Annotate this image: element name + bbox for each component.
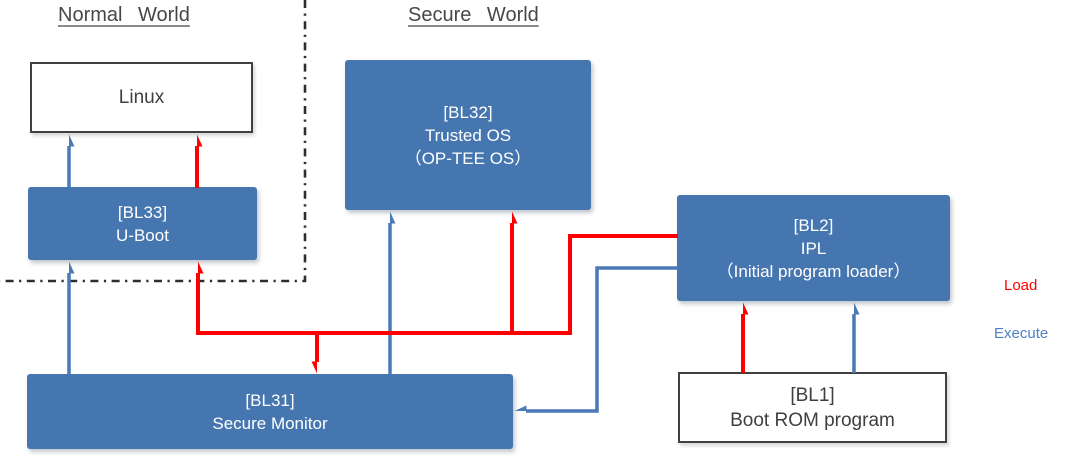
bl32-label: Trusted OS [424,125,512,145]
bl33-uboot-box: [BL33] U-Boot [28,187,257,260]
bl33-label: U-Boot [116,225,169,245]
bl1-tag: [BL1] [790,384,835,406]
bl1-label: Boot ROM program [730,409,895,431]
secure-world-title: Secure World [408,4,539,26]
bl2-tag: [BL2] [793,215,834,235]
bl2-label: IPL [800,238,827,258]
legend-execute-label: Execute [994,325,1049,342]
normal-world-title: Normal World [58,4,190,26]
load-arrow-bl2-to-bl33 [196,234,678,335]
bl2-sublabel: （Initial program loader） [716,261,911,281]
bl1-boot-rom-box: [BL1] Boot ROM program [678,372,947,443]
execute-arrow-bl2-to-bl31 [526,266,678,413]
bl2-ipl-box: [BL2] IPL （Initial program loader） [677,195,950,301]
bl31-tag: [BL31] [245,390,295,410]
bl32-tag: [BL32] [443,102,493,122]
bl32-trusted-os-box: [BL32] Trusted OS （OP-TEE OS） [345,60,591,210]
bl31-secure-monitor-box: [BL31] Secure Monitor [27,374,513,449]
linux-label: Linux [118,87,165,108]
bl31-label: Secure Monitor [212,413,328,433]
linux-box: Linux [30,62,253,133]
legend-load-label: Load [1004,277,1038,294]
bl32-sublabel: （OP-TEE OS） [404,148,532,168]
bl33-tag: [BL33] [117,202,168,222]
